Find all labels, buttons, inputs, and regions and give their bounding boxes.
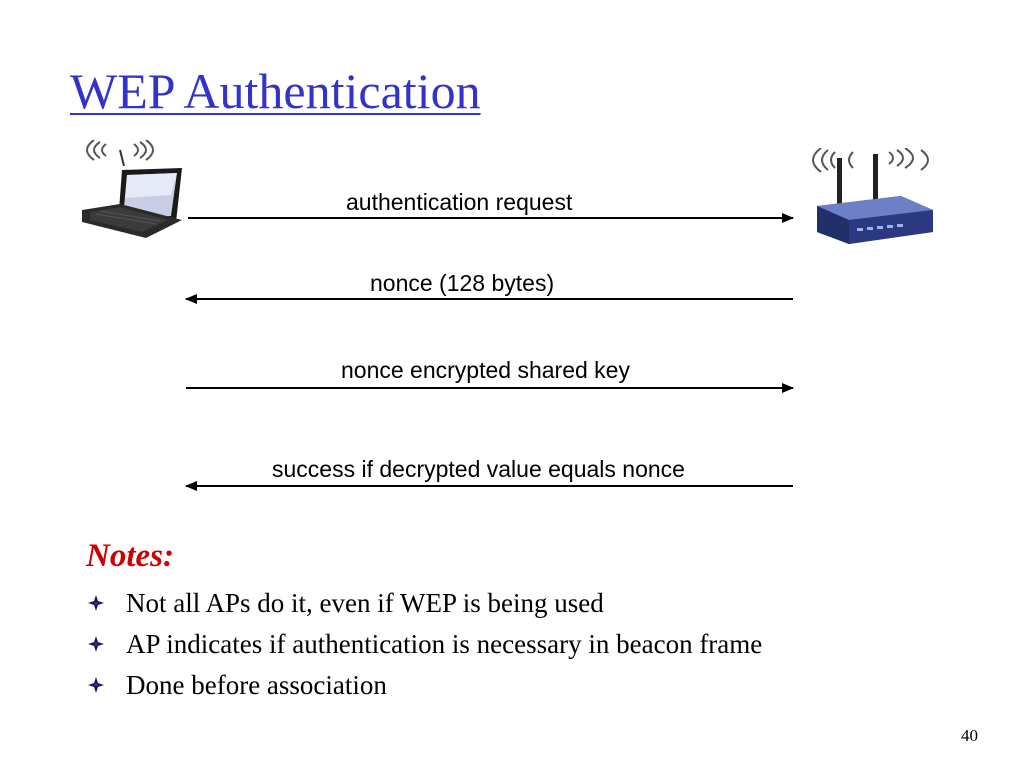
message-label: nonce (128 bytes) [370, 270, 555, 296]
list-item: Not all APs do it, even if WEP is being … [86, 585, 762, 626]
diamond-bullet-icon [88, 595, 104, 611]
message-label: nonce encrypted shared key [341, 357, 630, 383]
notes-heading: Notes: [86, 538, 174, 574]
note-text: AP indicates if authentication is necess… [126, 629, 763, 659]
diamond-bullet-icon [88, 677, 104, 693]
note-text: Done before association [126, 670, 387, 700]
list-item: AP indicates if authentication is necess… [86, 626, 762, 667]
list-item: Done before association [86, 667, 762, 708]
diamond-bullet-icon [88, 636, 104, 652]
slide-title: WEP Authentication [70, 63, 481, 119]
notes-list: Not all APs do it, even if WEP is being … [86, 585, 762, 708]
message-label: success if decrypted value equals nonce [272, 456, 685, 482]
message-label: authentication request [346, 189, 573, 215]
page-number: 40 [961, 726, 978, 745]
note-text: Not all APs do it, even if WEP is being … [126, 588, 604, 618]
laptop-icon [82, 140, 182, 238]
wireless-router-icon [812, 148, 933, 244]
